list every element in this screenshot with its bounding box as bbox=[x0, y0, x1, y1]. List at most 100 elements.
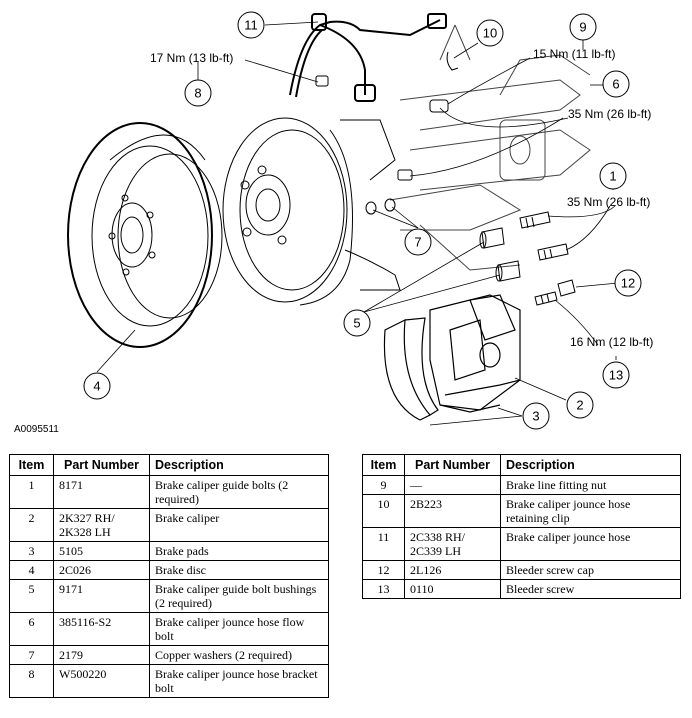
callout-5-label: 5 bbox=[353, 316, 360, 331]
part-number-cell: 2K327 RH/ 2K328 LH bbox=[53, 508, 150, 542]
figure-id: A0095511 bbox=[14, 424, 59, 435]
torque-label-1: 35 Nm (26 lb-ft) bbox=[567, 195, 650, 209]
description-cell: Brake caliper guide bolts (2 required) bbox=[149, 475, 329, 509]
item-cell: 3 bbox=[9, 541, 54, 561]
bleeder-parts-drawing bbox=[534, 279, 576, 306]
description-cell: Brake disc bbox=[149, 560, 329, 580]
axle-housing-drawing bbox=[389, 24, 591, 271]
description-cell: Brake caliper guide bolt bushings (2 req… bbox=[149, 579, 329, 613]
callout-9-label: 9 bbox=[579, 20, 586, 35]
part-number-cell: 9171 bbox=[53, 579, 150, 613]
item-cell: 12 bbox=[362, 560, 405, 580]
part-number-cell: — bbox=[404, 475, 501, 495]
description-cell: Brake pads bbox=[149, 541, 329, 561]
item-cell: 6 bbox=[9, 612, 54, 646]
part-number-cell: 2L126 bbox=[404, 560, 501, 580]
torque-label-13: 16 Nm (12 lb-ft) bbox=[570, 335, 653, 349]
callout-13-label: 13 bbox=[609, 368, 623, 383]
callout-2-circle bbox=[566, 391, 594, 419]
table-header-row: Item Part Number Description bbox=[9, 454, 329, 476]
callout-12-label: 12 bbox=[621, 276, 635, 291]
part-number-cell: 385116-S2 bbox=[53, 612, 150, 646]
callout-11-label: 11 bbox=[244, 18, 258, 33]
callout-1-label: 1 bbox=[609, 169, 616, 184]
callout-6-label: 6 bbox=[612, 77, 619, 92]
part-number-cell: 0110 bbox=[404, 579, 501, 599]
callout-3-label: 3 bbox=[532, 409, 539, 424]
part-number-cell: 2C338 RH/ 2C339 LH bbox=[404, 527, 501, 561]
callout-8-circle bbox=[184, 79, 212, 107]
torque-label-9: 15 Nm (11 lb-ft) bbox=[533, 47, 615, 61]
item-cell: 11 bbox=[362, 527, 405, 561]
table-header-row: Item Part Number Description bbox=[362, 454, 681, 476]
description-cell: Brake caliper bbox=[149, 508, 329, 542]
torque-label-6: 35 Nm (26 lb-ft) bbox=[568, 107, 651, 121]
description-cell: Copper washers (2 required) bbox=[149, 645, 329, 665]
part-number-cell: 2179 bbox=[53, 645, 150, 665]
item-cell: 4 bbox=[9, 560, 54, 580]
brake-disc-drawing bbox=[67, 122, 223, 348]
item-cell: 9 bbox=[362, 475, 405, 495]
part-number-cell: W500220 bbox=[53, 664, 150, 698]
callout-10-circle bbox=[476, 19, 504, 47]
callout-10-label: 10 bbox=[483, 26, 497, 41]
description-cell: Brake caliper jounce hose flow bolt bbox=[149, 612, 329, 646]
part-number-cell: 5105 bbox=[53, 541, 150, 561]
callout-5-circle bbox=[343, 309, 371, 337]
description-cell: Brake line fitting nut bbox=[500, 475, 681, 495]
callout-circles bbox=[83, 11, 642, 430]
part-number-cell: 2C026 bbox=[53, 560, 150, 580]
callout-4-circle bbox=[83, 372, 111, 400]
column-header-description: Description bbox=[500, 454, 681, 476]
jounce-hose-drawing bbox=[289, 13, 447, 102]
callout-1-circle bbox=[599, 162, 627, 190]
callout-3-circle bbox=[522, 402, 550, 430]
part-number-cell: 2B223 bbox=[404, 494, 501, 528]
torque-label-8: 17 Nm (13 lb-ft) bbox=[150, 51, 233, 65]
exploded-brake-diagram: 11 10 9 8 6 1 7 12 5 13 4 2 3 17 Nm (13 … bbox=[67, 11, 653, 430]
hub-backing-plate-drawing bbox=[222, 117, 401, 306]
item-cell: 2 bbox=[9, 508, 54, 542]
description-cell: Brake caliper jounce hose bbox=[500, 527, 681, 561]
caliper-drawing bbox=[383, 294, 521, 421]
guide-bolts-drawing bbox=[519, 211, 569, 261]
item-cell: 10 bbox=[362, 494, 405, 528]
guide-bushings-drawing bbox=[479, 227, 521, 282]
description-cell: Bleeder screw cap bbox=[500, 560, 681, 580]
callout-4-label: 4 bbox=[93, 379, 100, 394]
column-header-part-number: Part Number bbox=[53, 454, 150, 476]
part-number-cell: 8171 bbox=[53, 475, 150, 509]
callout-6-circle bbox=[602, 70, 630, 98]
callout-7-label: 7 bbox=[414, 235, 421, 250]
table-row: 9—Brake line fitting nut bbox=[362, 475, 681, 495]
description-cell: Bleeder screw bbox=[500, 579, 681, 599]
column-header-item: Item bbox=[362, 454, 405, 476]
callout-12-circle bbox=[614, 269, 642, 297]
callout-13-circle bbox=[602, 361, 630, 389]
description-cell: Brake caliper jounce hose retaining clip bbox=[500, 494, 681, 528]
description-cell: Brake caliper jounce hose bracket bolt bbox=[149, 664, 329, 698]
callout-7-circle bbox=[404, 228, 432, 256]
item-cell: 13 bbox=[362, 579, 405, 599]
item-cell: 1 bbox=[9, 475, 54, 509]
callout-8-label: 8 bbox=[194, 86, 201, 101]
callout-11-circle bbox=[237, 11, 265, 39]
column-header-description: Description bbox=[149, 454, 329, 476]
callout-2-label: 2 bbox=[576, 398, 583, 413]
column-header-part-number: Part Number bbox=[404, 454, 501, 476]
hardware-drawing bbox=[315, 51, 459, 215]
item-cell: 8 bbox=[9, 664, 54, 698]
